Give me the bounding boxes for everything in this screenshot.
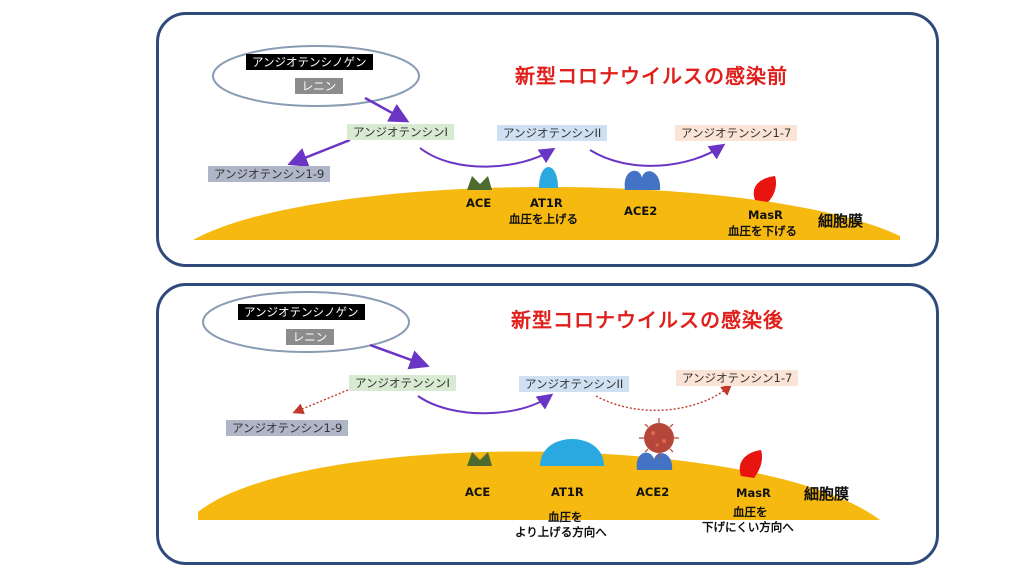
ace-label: ACE [465, 485, 491, 499]
angiotensin-1-7-box: アンジオテンシン1-7 [675, 125, 798, 141]
title-before: 新型コロナウイルスの感染前 [515, 64, 788, 88]
masr-receptor-icon [753, 176, 777, 202]
arrow-ang2-to-ang17-before [589, 143, 726, 167]
angiotensin-2-box: アンジオテンシンII [497, 125, 608, 141]
title-after: 新型コロナウイルスの感染後 [511, 308, 784, 332]
angiotensin-1-9-box: アンジオテンシン1-9 [226, 420, 349, 436]
angiotensin-1-box: アンジオテンシンI [347, 124, 454, 140]
angiotensin-1-7-box: アンジオテンシン1-7 [676, 370, 799, 386]
ace2-receptor-icon [636, 452, 673, 470]
angiotensin-1-box: アンジオテンシンI [349, 375, 456, 391]
membrane-after [198, 451, 880, 520]
masr-label: MasR [748, 208, 783, 222]
arrow-ang1-to-ang2-after [417, 393, 554, 415]
masr-note: 血圧を下げる [728, 224, 797, 238]
ace2-label: ACE2 [624, 204, 658, 218]
at1r-note: 血圧を上げる [509, 212, 578, 226]
at1r-note-line-2: より上げる方向へ [515, 525, 607, 539]
membrane-label: 細胞膜 [818, 212, 864, 230]
ace2-label: ACE2 [636, 485, 670, 499]
membrane-before [193, 186, 900, 240]
angiotensin-1-9-box: アンジオテンシン1-9 [208, 166, 331, 182]
arrow-ang1-to-ang19-before [287, 138, 351, 167]
renin-box: レニン [295, 78, 343, 94]
membrane-label: 細胞膜 [804, 485, 850, 503]
ace-label: ACE [466, 196, 492, 210]
angiotensin-2-box: アンジオテンシンII [519, 376, 630, 392]
masr-receptor-icon [739, 450, 763, 478]
masr-label: MasR [736, 486, 771, 500]
at1r-receptor-icon [540, 439, 604, 466]
ace2-receptor-icon [624, 170, 661, 190]
arrow-ang1-to-ang2-before [419, 147, 556, 168]
angiotensinogen-box: アンジオテンシノゲン [238, 304, 365, 320]
ace-receptor-icon [467, 452, 492, 466]
at1r-label: AT1R [530, 196, 563, 210]
arrow-ang1-to-ang19-dotted-after [292, 389, 349, 414]
at1r-label: AT1R [551, 485, 584, 499]
arrow-renin-to-ang1-before [364, 96, 410, 123]
angiotensinogen-box: アンジオテンシノゲン [246, 54, 373, 70]
coronavirus-icon [639, 418, 679, 458]
arrow-ang2-to-ang17-dotted-after [595, 384, 733, 411]
ace-receptor-icon [467, 176, 492, 190]
renin-box: レニン [286, 329, 334, 345]
at1r-note-line-1: 血圧を [548, 510, 583, 524]
masr-note-line-2: 下げにくい方向へ [702, 520, 794, 534]
at1r-receptor-icon [539, 167, 558, 188]
arrow-renin-to-ang1-after [369, 343, 430, 370]
masr-note-line-1: 血圧を [733, 505, 768, 519]
